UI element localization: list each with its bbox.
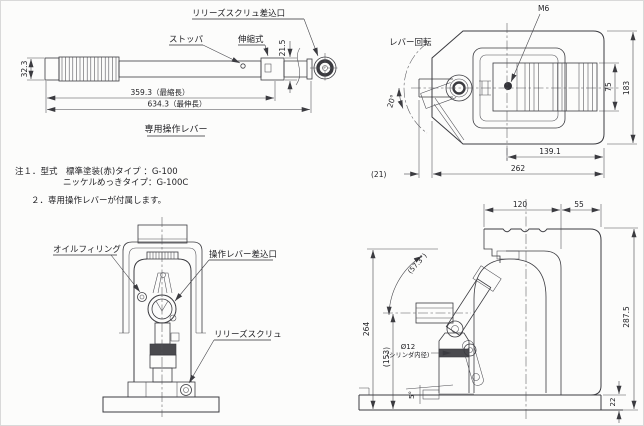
dim-toe-depth: 120 bbox=[513, 200, 528, 209]
side-toe bbox=[483, 229, 501, 263]
dim-lever-angle: (57.3°) bbox=[406, 252, 429, 276]
cylinder-dia-note: (シリンダ内径) bbox=[387, 350, 430, 359]
front-claw-outer bbox=[122, 241, 203, 333]
front-view: オイルフィリング 操作レバー差込口 リリーズスクリュ bbox=[53, 217, 282, 417]
dim-tube-dia: 21.5 bbox=[278, 39, 287, 56]
note-line-1: 注１．型式 標準塗装(赤)タイプ ：G-100 bbox=[15, 166, 178, 177]
dim-rotation-angle: 20° bbox=[385, 93, 398, 109]
dim-toe-height: 22 bbox=[609, 398, 617, 407]
stopper-hole bbox=[240, 63, 246, 69]
lever-socket-label: 操作レバー差込口 bbox=[209, 249, 277, 260]
pump-rocker bbox=[152, 272, 173, 294]
dim-body-width: 183 bbox=[622, 81, 631, 96]
m6-hole bbox=[504, 82, 512, 90]
lever-tip bbox=[306, 58, 313, 80]
grip-knurling bbox=[61, 57, 117, 81]
side-view: (57.3°) 120 55 287.5 22 264 (153) Ø12 (シ… bbox=[358, 199, 638, 423]
saddle-serration bbox=[146, 251, 179, 260]
dim-reach: 139.1 bbox=[539, 147, 561, 156]
link-pin bbox=[463, 343, 477, 357]
side-socket-tilted bbox=[445, 265, 502, 336]
plan-pump-detail bbox=[479, 80, 491, 96]
side-frame-inner bbox=[506, 250, 562, 395]
plan-socket-rotated bbox=[420, 82, 457, 109]
note-line-2: ニッケルめっきタイプ：G-100C bbox=[63, 178, 188, 188]
dim-length: 262 bbox=[511, 164, 526, 173]
dim-socket-offset: (21) bbox=[371, 170, 386, 179]
pump-plunger bbox=[154, 322, 171, 345]
lever-end-cap bbox=[44, 57, 60, 81]
rotation-arc bbox=[403, 42, 428, 134]
side-frame-outer bbox=[484, 228, 602, 396]
side-cylinder-dome bbox=[473, 258, 547, 393]
dim-lever-height: 264 bbox=[362, 322, 371, 337]
side-base bbox=[358, 394, 623, 411]
release-screw bbox=[180, 384, 192, 396]
dim-total-height: 287.5 bbox=[622, 306, 631, 328]
stopper-label: ストッパ bbox=[169, 35, 204, 45]
dim-extended-length: 634.3（最伸長） bbox=[148, 99, 207, 109]
lever-shaft bbox=[118, 60, 262, 78]
lever-view-title: 専用操作レバー bbox=[144, 123, 207, 135]
tube-segment bbox=[283, 60, 307, 78]
saddle-pad bbox=[496, 250, 520, 260]
release-screw-label: リリーズスクリュ bbox=[214, 329, 282, 340]
dim-grip-width: 32.3 bbox=[20, 60, 29, 77]
break-line bbox=[295, 47, 301, 86]
lever-grip bbox=[58, 56, 120, 82]
pivot-bolt bbox=[446, 320, 464, 338]
lever-end-view bbox=[310, 53, 340, 83]
release-link bbox=[462, 340, 484, 386]
cylinder-dia-label: Ø12 bbox=[401, 343, 415, 351]
tube-screw bbox=[264, 63, 272, 73]
outer-tube bbox=[260, 57, 285, 81]
plan-centerlines bbox=[411, 23, 619, 163]
dim-socket-height: (153) bbox=[382, 347, 391, 367]
plan-view: M6 20° レバー回転 75 183 139.1 262 (21) bbox=[371, 4, 637, 179]
release-port-label: リリーズスクリュ差込口 bbox=[192, 8, 285, 19]
dim-back: 55 bbox=[574, 200, 584, 209]
telescopic-label: 伸縮式 bbox=[238, 34, 264, 45]
saddle-cap bbox=[137, 224, 188, 244]
dim-saddle-width: 75 bbox=[604, 82, 613, 92]
notes: 注１．型式 標準塗装(赤)タイプ ：G-100 ニッケルめっきタイプ：G-100… bbox=[15, 166, 188, 206]
front-base-plate bbox=[102, 396, 220, 413]
dim-retracted-length: 359.3（最縮長） bbox=[131, 87, 190, 97]
lever-rotation-label: レバー回転 bbox=[389, 38, 432, 48]
front-body bbox=[133, 258, 192, 382]
dim-base-tilt: 5° bbox=[408, 391, 416, 399]
note-line-3: ２．専用操作レバーが付属します。 bbox=[31, 195, 166, 206]
plan-chamfer-lines bbox=[433, 97, 465, 144]
ram-ribs bbox=[516, 63, 593, 111]
oil-filling-label: オイルフィリング bbox=[53, 244, 121, 255]
lever-view: 32.3 21.5 359.3（最縮長） 634.3（最伸長） リリーズスクリュ… bbox=[20, 8, 340, 137]
m6-label: M6 bbox=[538, 4, 549, 13]
oil-plug bbox=[137, 292, 147, 302]
pump-base-tilt bbox=[405, 384, 474, 395]
plan-ram bbox=[492, 62, 598, 112]
plan-body-outline bbox=[431, 30, 605, 145]
